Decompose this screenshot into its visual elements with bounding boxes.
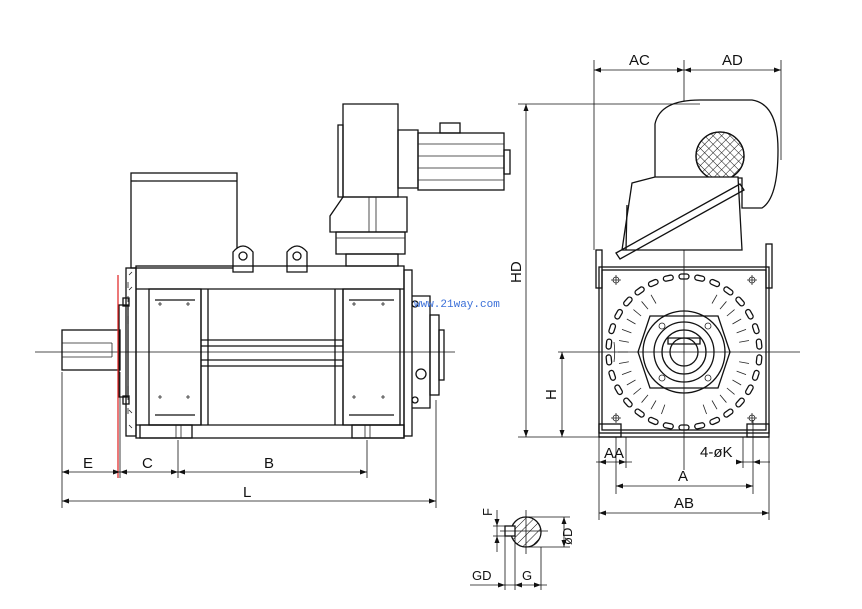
lifting-eye-left: [232, 245, 254, 273]
dim-label-K: 4-øK: [700, 444, 733, 461]
blower-unit: [329, 103, 511, 267]
dim-label-F: F: [480, 508, 495, 516]
lifting-eye-right: [286, 245, 308, 273]
dim-label-B: B: [264, 455, 274, 472]
end-view: [558, 60, 800, 470]
shaft: [61, 329, 121, 371]
dim-label-GD: GD: [472, 568, 492, 583]
ventilation-slots: [605, 273, 763, 431]
dim-label-C: C: [142, 455, 153, 472]
dim-label-H: H: [543, 389, 560, 400]
terminal-box: [130, 172, 238, 269]
dim-label-AD: AD: [722, 52, 743, 69]
dim-label-G: G: [522, 568, 532, 583]
dim-label-D: øD: [560, 528, 575, 545]
dim-label-HD: HD: [508, 261, 525, 283]
side-view: www.21way.com: [35, 103, 511, 478]
dim-label-A: A: [678, 468, 688, 485]
end-view-blower: [615, 99, 779, 260]
bearing-housing: [637, 310, 731, 394]
dim-label-AA: AA: [604, 445, 624, 462]
side-view-dimensions: E C B L: [61, 372, 437, 508]
end-view-body: [595, 243, 773, 438]
shaft-section-detail: øD F GD G: [470, 508, 575, 590]
end-view-dimensions: AC AD HD H AA 4-øK A: [508, 52, 782, 520]
dim-label-AC: AC: [629, 52, 650, 69]
dim-label-E: E: [83, 455, 93, 472]
corner-bolts: [611, 275, 757, 423]
dim-label-AB: AB: [674, 495, 694, 512]
watermark: www.21way.com: [414, 299, 500, 311]
dim-label-L: L: [243, 484, 251, 501]
non-drive-end-cover: [403, 269, 445, 437]
drive-end-flange: [117, 267, 137, 478]
